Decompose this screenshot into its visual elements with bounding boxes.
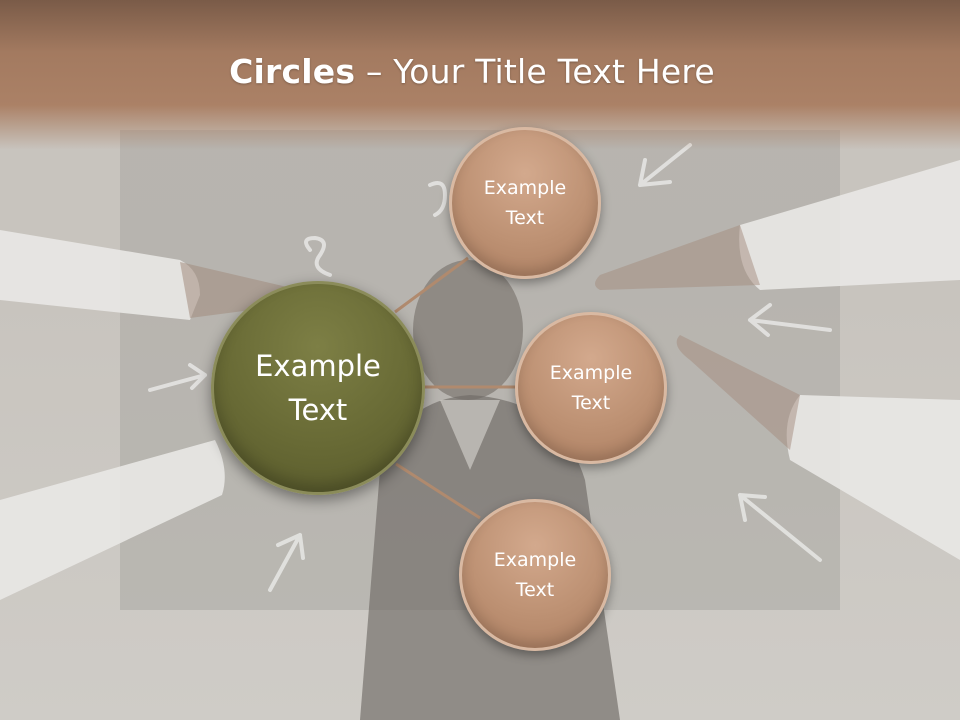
center-circle-line1: Example	[255, 349, 381, 383]
connector-top	[394, 256, 469, 314]
node-bottom-line1: Example	[493, 549, 577, 571]
center-circle-label: Example Text	[255, 344, 381, 432]
node-middle-label: Example Text	[550, 358, 632, 418]
hand-right-lower	[676, 335, 800, 450]
hand-right-upper	[595, 225, 760, 290]
node-circle-top[interactable]: Example Text	[449, 127, 601, 279]
title-band	[0, 0, 960, 150]
person-head	[413, 260, 523, 400]
node-middle-line2: Text	[571, 392, 611, 414]
node-bottom-label: Example Text	[494, 545, 576, 605]
title-bold: Circles	[229, 52, 356, 91]
person-collar	[440, 400, 500, 470]
node-middle-line1: Example	[549, 362, 633, 384]
node-bottom-line2: Text	[515, 579, 555, 601]
node-top-line1: Example	[483, 177, 567, 199]
connector-bottom	[395, 462, 481, 520]
arm-left-lower	[0, 440, 225, 600]
arm-right-lower	[786, 395, 960, 560]
node-top-line2: Text	[505, 207, 545, 229]
center-circle[interactable]: Example Text	[211, 281, 425, 495]
arm-left-upper	[0, 230, 200, 320]
arm-right-upper	[739, 160, 960, 290]
page-title: Circles – Your Title Text Here	[0, 52, 944, 91]
chalk-arrows	[148, 143, 832, 592]
node-top-label: Example Text	[484, 173, 566, 233]
title-rest: – Your Title Text Here	[355, 52, 715, 91]
node-circle-bottom[interactable]: Example Text	[459, 499, 611, 651]
center-circle-line2: Text	[288, 393, 348, 427]
node-circle-middle[interactable]: Example Text	[515, 312, 667, 464]
